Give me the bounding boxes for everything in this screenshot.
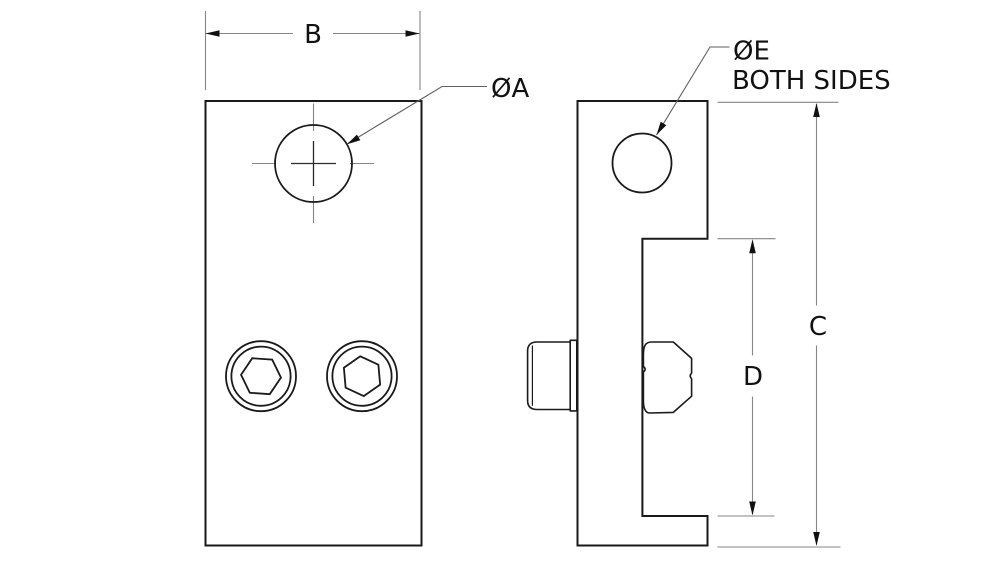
side-view [526, 100, 709, 547]
arrowhead-c-top [813, 103, 820, 117]
leader-line-e [656, 46, 730, 136]
front-view [204, 100, 423, 547]
arrowhead-d-top [749, 239, 756, 254]
side-screw-washer [569, 339, 578, 412]
side-view-outline [576, 100, 709, 547]
hole-a-centermark [291, 141, 336, 186]
notch-screw-profile [642, 341, 693, 414]
dimension-b-lines [204, 11, 421, 90]
hole-a-circle [274, 124, 353, 203]
arrowhead-a-leader [347, 134, 361, 145]
arrowhead-d-bottom [749, 501, 756, 516]
dim-c-label: C [809, 312, 827, 342]
callout-e-label: ØE [733, 37, 770, 67]
hex-screw-right-head-circle [326, 340, 398, 413]
hole-a-centerlines [252, 103, 374, 223]
dim-b-label: B [304, 20, 322, 50]
hex-screw-left-head-circle [225, 340, 297, 413]
hex-screw-right-chamfer-circle [331, 345, 393, 407]
side-screw-head [526, 339, 578, 412]
dimension-d-lines [717, 238, 776, 517]
arrowhead-b-right [405, 30, 420, 37]
callout-a-leader [346, 85, 487, 145]
side-screw-head-profile [526, 341, 571, 411]
callout-e-leader [656, 46, 730, 136]
leader-line-a [346, 85, 487, 145]
dimension-c-lines [717, 101, 841, 548]
hex-screw-left-chamfer-circle [230, 345, 292, 407]
hex-screw-right [326, 340, 398, 413]
hole-a-centerline-outer [252, 103, 374, 223]
arrowhead-c-bottom [813, 532, 820, 546]
hex-screw-right-socket [342, 355, 382, 398]
callout-e-note: BOTH SIDES [732, 66, 891, 96]
callout-a-label: ØA [491, 74, 529, 104]
dim-d-label: D [743, 362, 763, 392]
hole-e-circle [611, 132, 673, 194]
arrowhead-e-leader [656, 121, 667, 135]
hex-screw-left [225, 340, 297, 413]
hex-screw-left-socket [240, 357, 282, 396]
arrowhead-b-left [205, 30, 220, 37]
